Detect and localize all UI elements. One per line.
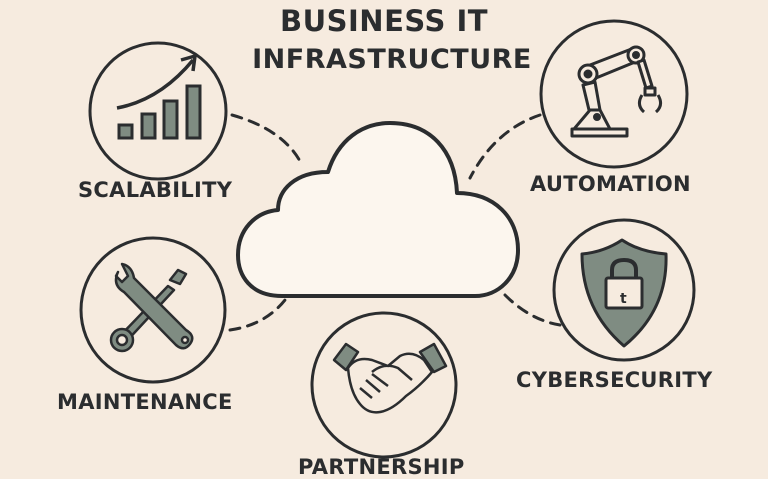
partnership-icon-group	[310, 311, 458, 459]
bar-chart-growth-icon	[116, 54, 202, 140]
cybersecurity-icon-group: t	[552, 218, 696, 362]
label-scalability: SCALABILITY	[78, 178, 233, 202]
scalability-icon-group	[88, 41, 228, 181]
connector-scalability	[230, 113, 304, 167]
wrench-screwdriver-icon	[109, 262, 194, 353]
automation-icon-group	[539, 19, 689, 169]
label-partnership: PARTNERSHIP	[298, 455, 465, 479]
shield-lock-icon: t	[580, 238, 668, 348]
connector-lines	[228, 113, 562, 332]
connector-maintenance	[228, 298, 287, 332]
title-line-2: INFRASTRUCTURE	[252, 44, 532, 75]
robotic-arm-icon	[570, 45, 663, 138]
maintenance-icon-group	[79, 236, 227, 384]
connector-automation	[468, 113, 542, 180]
cloud-icon	[236, 121, 520, 298]
label-cybersecurity: CYBERSECURITY	[516, 368, 713, 392]
title-line-1: BUSINESS IT	[279, 4, 489, 38]
connector-cybersecurity	[503, 293, 562, 327]
label-automation: AUTOMATION	[530, 172, 691, 196]
svg-text:t: t	[620, 291, 627, 307]
label-maintenance: MAINTENANCE	[57, 390, 233, 414]
handshake-icon	[332, 342, 448, 414]
